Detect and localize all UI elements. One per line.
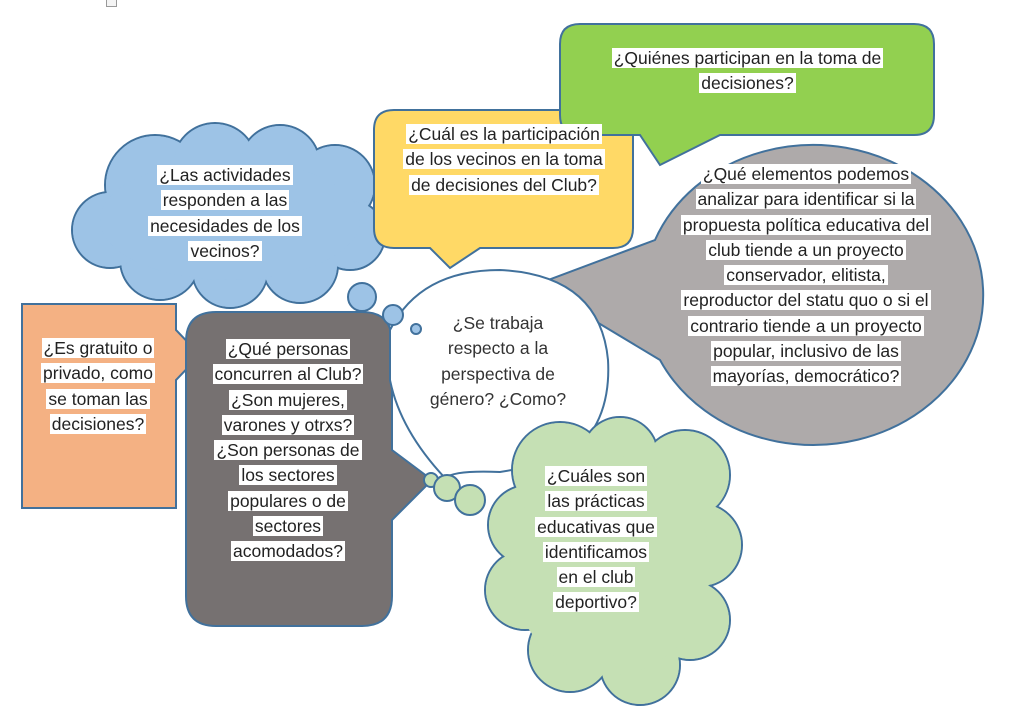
gray-circle-text: ¿Qué elementos podemos analizar para ide… [680, 164, 932, 387]
blue-cloud-text: ¿Las actividades responden a las necesid… [148, 165, 302, 261]
orange-callout-question: ¿Es gratuito o privado, como se toman la… [38, 336, 158, 437]
green-callout-text: ¿Quiénes participan en la toma de decisi… [611, 48, 884, 94]
blue-cloud-question: ¿Las actividades responden a las necesid… [130, 163, 320, 264]
green-cloud-question: ¿Cuáles son las prácticas educativas que… [535, 464, 657, 616]
dark-callout-text: ¿Qué personas concurren al Club? ¿Son mu… [212, 339, 364, 562]
yellow-callout-text: ¿Cuál es la participación de los vecinos… [403, 124, 605, 195]
white-thought-question: ¿Se trabaja respecto a la perspectiva de… [429, 313, 567, 409]
green-callout-question: ¿Quiénes participan en la toma de decisi… [585, 46, 910, 97]
green-cloud-text: ¿Cuáles son las prácticas educativas que… [535, 466, 657, 613]
dark-callout-question: ¿Qué personas concurren al Club? ¿Son mu… [208, 337, 368, 565]
gray-circle-question: ¿Qué elementos podemos analizar para ide… [680, 162, 932, 390]
yellow-callout-question: ¿Cuál es la participación de los vecinos… [398, 122, 610, 198]
orange-callout-text: ¿Es gratuito o privado, como se toman la… [41, 338, 155, 434]
anchor-marker-icon [106, 0, 117, 7]
